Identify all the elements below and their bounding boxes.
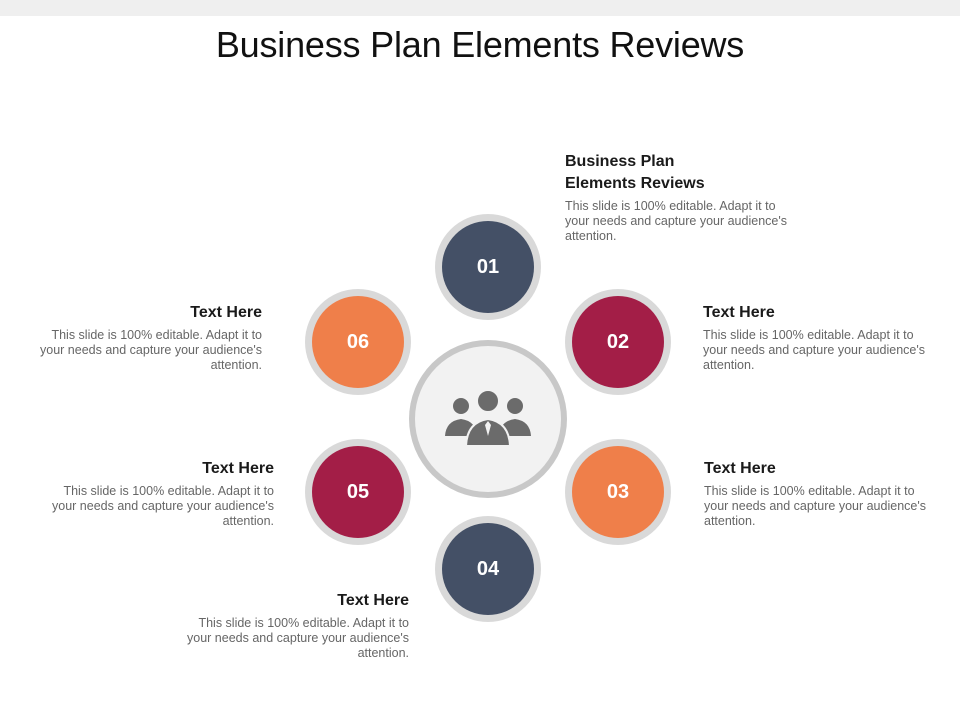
node-02-circle: 02 [572,296,664,388]
text-block-02-body: This slide is 100% editable. Adapt it to… [703,328,925,372]
text-block-03: Text Here This slide is 100% editable. A… [704,458,929,529]
node-05: 05 [305,439,411,545]
text-block-01-heading: Business Plan Elements Reviews [565,153,705,192]
text-block-05-heading: Text Here [202,460,274,477]
text-block-04: Text Here This slide is 100% editable. A… [184,590,409,661]
node-06-circle: 06 [312,296,404,388]
node-06: 06 [305,289,411,395]
text-block-02-heading: Text Here [703,304,775,321]
text-block-01: Business Plan Elements Reviews This slid… [565,151,790,244]
center-hub-inner [415,346,561,492]
node-04-circle: 04 [442,523,534,615]
node-02: 02 [565,289,671,395]
text-block-04-body: This slide is 100% editable. Adapt it to… [187,616,409,660]
text-block-06-heading: Text Here [190,304,262,321]
node-03: 03 [565,439,671,545]
people-group-icon [445,389,531,447]
text-block-03-body: This slide is 100% editable. Adapt it to… [704,484,926,528]
text-block-06-body: This slide is 100% editable. Adapt it to… [40,328,262,372]
text-block-01-body: This slide is 100% editable. Adapt it to… [565,199,787,243]
top-bar [0,0,960,16]
center-hub [409,340,567,498]
text-block-05-body: This slide is 100% editable. Adapt it to… [52,484,274,528]
text-block-06: Text Here This slide is 100% editable. A… [37,302,262,373]
node-03-circle: 03 [572,446,664,538]
text-block-05: Text Here This slide is 100% editable. A… [49,458,274,529]
node-04: 04 [435,516,541,622]
text-block-03-heading: Text Here [704,460,776,477]
text-block-04-heading: Text Here [337,592,409,609]
slide-title: Business Plan Elements Reviews [215,24,745,65]
text-block-02: Text Here This slide is 100% editable. A… [703,302,928,373]
node-01-circle: 01 [442,221,534,313]
node-01: 01 [435,214,541,320]
node-05-circle: 05 [312,446,404,538]
